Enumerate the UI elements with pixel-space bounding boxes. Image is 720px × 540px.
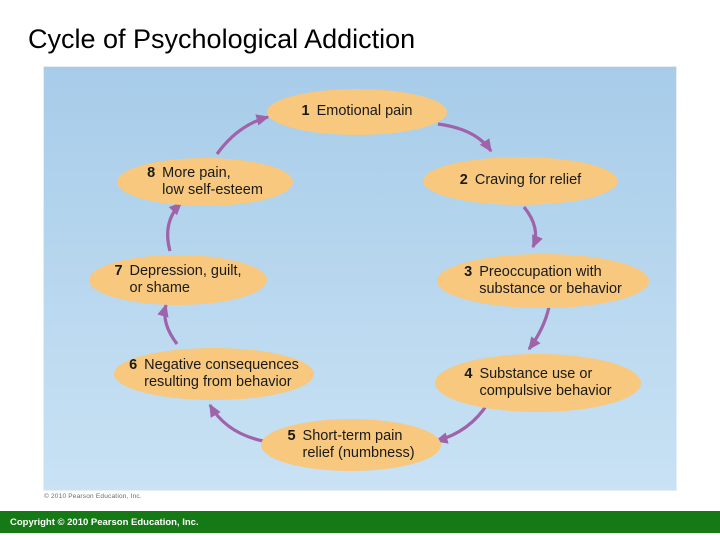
node-number: 8 <box>147 164 156 181</box>
node-number: 2 <box>459 172 468 189</box>
node-label: Negative consequences resulting from beh… <box>144 356 299 390</box>
node-label: More pain, low self-esteem <box>162 164 263 198</box>
cycle-node-7: 7 Depression, guilt, or shame <box>89 255 267 305</box>
node-label: Preoccupation with substance or behavior <box>479 263 622 297</box>
arrow-6-to-7 <box>157 303 179 345</box>
cycle-node-1: 1 Emotional pain <box>267 89 447 135</box>
node-content: 7 Depression, guilt, or shame <box>114 263 241 297</box>
node-content: 1 Emotional pain <box>302 103 413 120</box>
node-content: 2 Craving for relief <box>460 172 581 189</box>
node-label: Substance use or compulsive behavior <box>479 365 612 399</box>
node-label: Emotional pain <box>316 103 413 120</box>
node-label: Craving for relief <box>474 172 582 189</box>
cycle-node-8: 8 More pain, low self-esteem <box>117 158 293 206</box>
node-content: 3 Preoccupation with substance or behavi… <box>464 264 622 298</box>
node-number: 1 <box>301 103 310 120</box>
cycle-node-2: 2 Craving for relief <box>423 157 618 205</box>
cycle-node-4: 4 Substance use or compulsive behavior <box>435 354 641 412</box>
arrow-3-to-4 <box>527 306 551 351</box>
node-label: Depression, guilt, or shame <box>129 262 242 296</box>
node-number: 4 <box>464 365 473 382</box>
cycle-node-3: 3 Preoccupation with substance or behavi… <box>437 254 649 308</box>
node-number: 7 <box>114 262 123 279</box>
arrow-4-to-5 <box>434 402 490 444</box>
cycle-diagram: 1 Emotional pain 2 Craving for relief 3 … <box>44 67 676 490</box>
arrow-1-to-2 <box>437 122 493 153</box>
footer-copyright: Copyright © 2010 Pearson Education, Inc. <box>10 516 199 528</box>
node-number: 6 <box>129 356 138 373</box>
node-number: 5 <box>287 427 296 444</box>
node-content: 4 Substance use or compulsive behavior <box>464 366 611 400</box>
node-label: Short-term pain relief (numbness) <box>302 427 415 461</box>
arrow-5-to-6 <box>208 403 264 443</box>
arrow-8-to-1 <box>215 114 270 155</box>
node-number: 3 <box>464 263 473 280</box>
cycle-node-6: 6 Negative consequences resulting from b… <box>114 348 314 400</box>
arrow-7-to-8 <box>166 201 183 252</box>
footer-bar: Copyright © 2010 Pearson Education, Inc. <box>0 511 720 533</box>
node-content: 6 Negative consequences resulting from b… <box>129 357 299 391</box>
diagram-credit: © 2010 Pearson Education, Inc. <box>44 493 142 500</box>
cycle-arrows <box>157 114 551 444</box>
node-content: 8 More pain, low self-esteem <box>147 165 263 199</box>
page-title: Cycle of Psychological Addiction <box>28 24 416 54</box>
arrow-2-to-3 <box>522 205 543 249</box>
node-content: 5 Short-term pain relief (numbness) <box>287 428 414 462</box>
cycle-node-5: 5 Short-term pain relief (numbness) <box>261 419 441 471</box>
